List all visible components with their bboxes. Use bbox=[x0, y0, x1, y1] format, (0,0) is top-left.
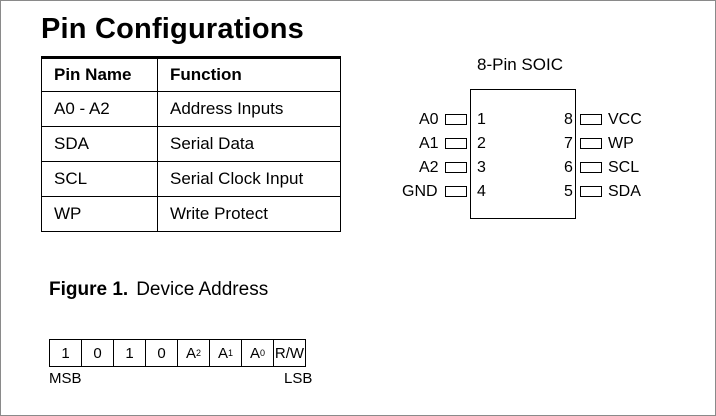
cell-function: Address Inputs bbox=[157, 91, 341, 127]
figure-caption: Figure 1. Device Address bbox=[49, 279, 268, 301]
pin-label-a0: A0 bbox=[419, 111, 439, 128]
pin-lead-2 bbox=[445, 138, 467, 149]
pin-number-2: 2 bbox=[477, 135, 486, 152]
table-row: SDA Serial Data bbox=[41, 126, 341, 162]
pin-label-a1: A1 bbox=[419, 135, 439, 152]
header-function: Function bbox=[157, 56, 341, 92]
cell-pin-name: SDA bbox=[41, 126, 158, 162]
pin-number-4: 4 bbox=[477, 183, 486, 200]
cell-pin-name: SCL bbox=[41, 161, 158, 197]
address-bit-4: 0 bbox=[145, 339, 178, 367]
pin-number-8: 8 bbox=[564, 111, 573, 128]
bit-value: 1 bbox=[125, 344, 134, 362]
pin-table: Pin Name Function A0 - A2 Address Inputs… bbox=[41, 56, 341, 232]
page-title: Pin Configurations bbox=[41, 13, 304, 45]
pin-number-5: 5 bbox=[564, 183, 573, 200]
bit-value: 0 bbox=[157, 344, 166, 362]
pin-label-wp: WP bbox=[608, 135, 634, 152]
lsb-label: LSB bbox=[284, 370, 313, 387]
cell-function: Serial Clock Input bbox=[157, 161, 341, 197]
pin-number-7: 7 bbox=[564, 135, 573, 152]
cell-pin-name: A0 - A2 bbox=[41, 91, 158, 127]
table-header-row: Pin Name Function bbox=[41, 56, 341, 92]
pin-label-vcc: VCC bbox=[608, 111, 642, 128]
bit-value: 0 bbox=[93, 344, 102, 362]
address-bit-7: 1 bbox=[49, 339, 82, 367]
pin-label-a2: A2 bbox=[419, 159, 439, 176]
cell-function: Serial Data bbox=[157, 126, 341, 162]
pin-label-sda: SDA bbox=[608, 183, 641, 200]
address-bit-5: 1 bbox=[113, 339, 146, 367]
bit-value: R/W bbox=[274, 344, 305, 362]
bit-subscript: 0 bbox=[260, 348, 266, 358]
msb-label: MSB bbox=[49, 370, 82, 387]
chip-body bbox=[470, 89, 576, 219]
bit-subscript: 1 bbox=[228, 348, 234, 358]
pin-number-1: 1 bbox=[477, 111, 486, 128]
cell-function: Write Protect bbox=[157, 196, 341, 232]
pin-label-scl: SCL bbox=[608, 159, 640, 176]
table-row: SCL Serial Clock Input bbox=[41, 161, 341, 197]
figure-label: Figure 1. bbox=[49, 279, 129, 300]
pin-lead-1 bbox=[445, 114, 467, 125]
pin-number-6: 6 bbox=[564, 159, 573, 176]
address-bit-0: R/W bbox=[273, 339, 306, 367]
table-row: WP Write Protect bbox=[41, 196, 341, 232]
pin-label-gnd: GND bbox=[402, 183, 438, 200]
header-pin-name: Pin Name bbox=[41, 56, 158, 92]
bit-value: A bbox=[249, 344, 260, 362]
table-row: A0 - A2 Address Inputs bbox=[41, 91, 341, 127]
figure-title: Device Address bbox=[136, 279, 269, 300]
pin-lead-4 bbox=[445, 186, 467, 197]
pin-lead-6 bbox=[580, 162, 602, 173]
soic-title: 8-Pin SOIC bbox=[477, 55, 563, 74]
pin-lead-8 bbox=[580, 114, 602, 125]
address-bit-6: 0 bbox=[81, 339, 114, 367]
bit-value: A bbox=[217, 344, 228, 362]
cell-pin-name: WP bbox=[41, 196, 158, 232]
pin-lead-3 bbox=[445, 162, 467, 173]
bit-value: A bbox=[185, 344, 196, 362]
pin-lead-7 bbox=[580, 138, 602, 149]
bit-subscript: 2 bbox=[196, 348, 202, 358]
bit-value: 1 bbox=[61, 344, 70, 362]
pin-number-3: 3 bbox=[477, 159, 486, 176]
pin-lead-5 bbox=[580, 186, 602, 197]
